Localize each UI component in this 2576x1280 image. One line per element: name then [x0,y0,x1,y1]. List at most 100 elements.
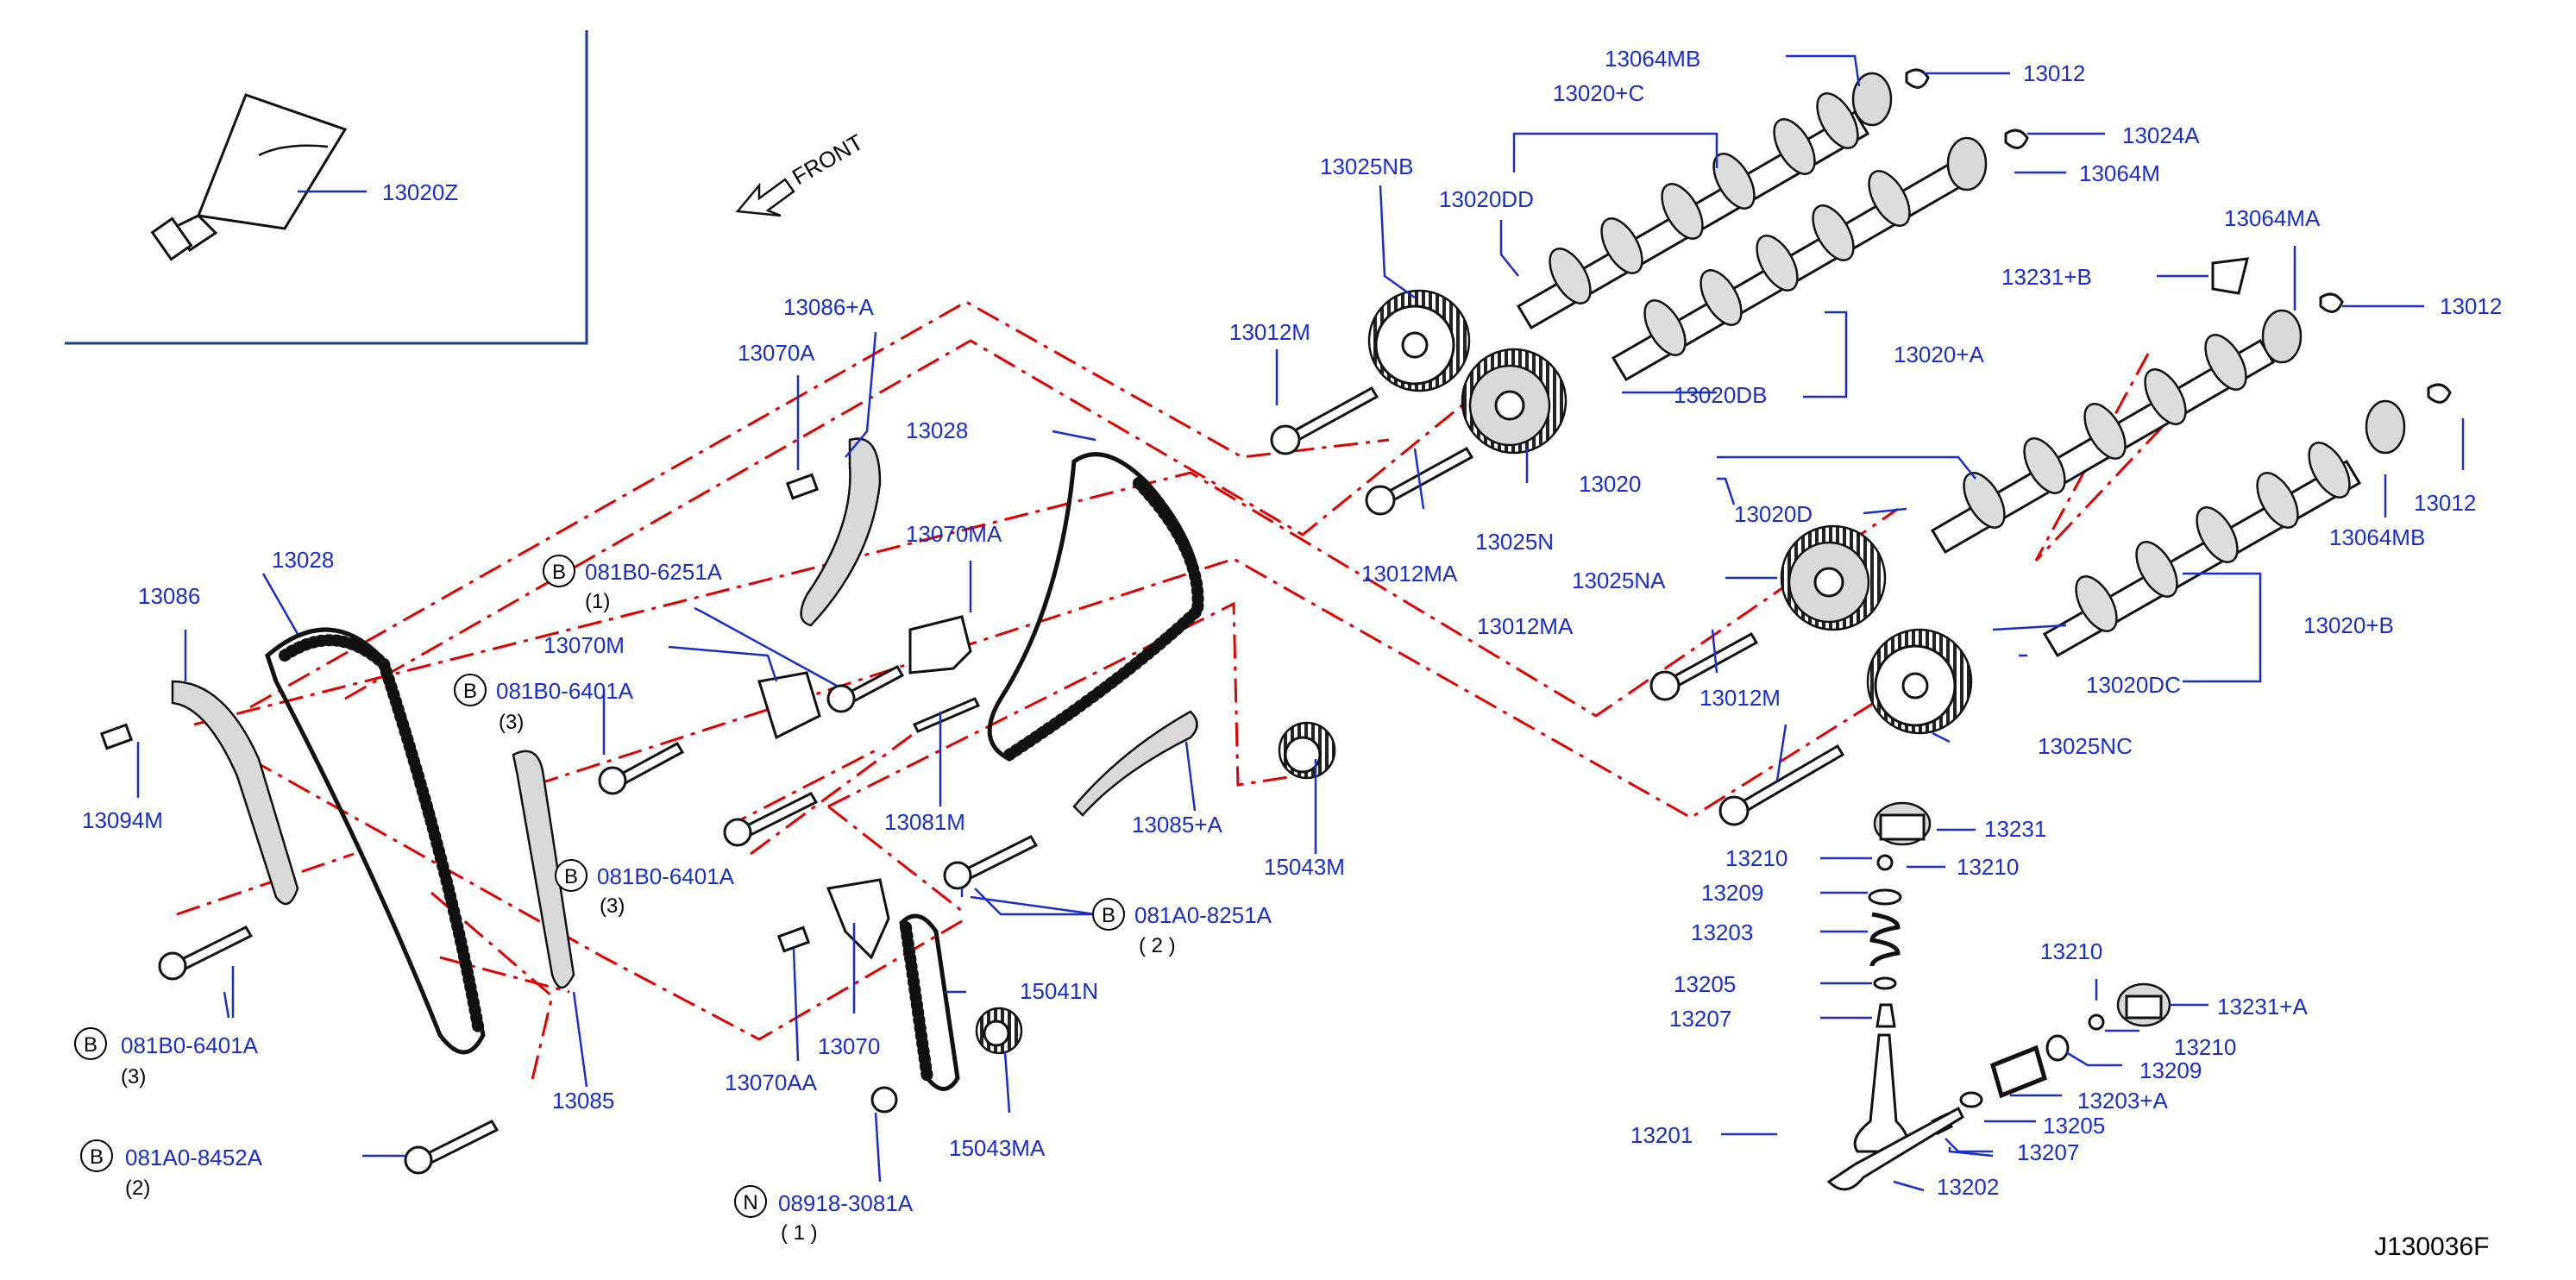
fastener-qty: (2) [125,1176,150,1200]
oil-pump-chain [899,913,960,1091]
callout-13020c[interactable]: 13020+C [1553,80,1644,106]
callout-13020b[interactable]: 13020+B [2303,612,2394,638]
callout-13210-b[interactable]: 13210 [1957,854,2019,880]
callout-13210-a[interactable]: 13210 [1725,845,1787,871]
fastener-qty: ( 1 ) [781,1221,818,1245]
callout-13012m-low[interactable]: 13012M [1700,685,1781,711]
callout-13202[interactable]: 13202 [1937,1174,1999,1200]
camshaft-intake-lower [1930,334,2276,555]
callout-13020d[interactable]: 13020D [1734,501,1813,527]
callout-13203[interactable]: 13203 [1691,919,1753,945]
callout-13231a[interactable]: 13231+A [2217,994,2308,1020]
callout-13020[interactable]: 13020 [1579,471,1641,497]
callout-13205-b[interactable]: 13205 [2043,1113,2105,1139]
callout-13086a[interactable]: 13086+A [783,294,874,320]
fastener-part: 081A0-8251A [1134,902,1272,928]
callout-13085[interactable]: 13085 [552,1088,614,1114]
camshaft-intake-upper [1516,92,1870,330]
callout-13094m[interactable]: 13094M [82,807,163,833]
callout-13028-left[interactable]: 13028 [272,547,334,573]
callout-13207-b[interactable]: 13207 [2017,1139,2079,1165]
sealant-inset: 13020Z [65,30,588,345]
camshaft-exhaust-upper [1611,161,1965,382]
fastener-part: 081B0-6401A [496,678,634,704]
valve-train [1826,801,2171,1191]
fastener-08918-3081a[interactable]: N 08918-3081A ( 1 ) [734,1185,914,1245]
callout-13064ma[interactable]: 13064MA [2224,205,2321,231]
callout-13209-b[interactable]: 13209 [2139,1057,2202,1083]
bolts [99,386,1845,1175]
fastener-part: 081B0-6401A [121,1032,259,1058]
callout-13205[interactable]: 13205 [1674,971,1736,997]
callout-15041n[interactable]: 15041N [1020,978,1098,1004]
callout-15043ma[interactable]: 15043MA [949,1135,1046,1161]
callout-13024a[interactable]: 13024A [2122,122,2200,148]
callout-13210-d[interactable]: 13210 [2174,1034,2236,1060]
sealant-tube-icon [150,93,348,261]
callout-15043m[interactable]: 15043M [1264,854,1345,880]
callout-13231b[interactable]: 13231+B [2001,264,2092,290]
fastener-qty: ( 2 ) [1139,934,1176,957]
chain-guides [171,437,1198,989]
fastener-qty: (3) [121,1065,146,1089]
callout-13064m[interactable]: 13064M [2079,160,2160,186]
fastener-prefix: B [90,1145,104,1169]
callout-13081m[interactable]: 13081M [884,809,965,835]
callout-13020db[interactable]: 13020DB [1674,382,1767,408]
callout-13020a[interactable]: 13020+A [1894,342,1984,367]
callout-13209[interactable]: 13209 [1701,880,1763,906]
fastener-prefix: B [1102,904,1115,927]
callout-13025nb[interactable]: 13025NB [1320,154,1413,179]
callout-13012m-top[interactable]: 13012M [1229,319,1310,345]
cam-sprocket-13025n [1461,348,1568,455]
fastener-qty: (3) [600,894,625,918]
callout-13070ma[interactable]: 13070MA [906,521,1002,547]
fastener-081a0-8452a[interactable]: B 081A0-8452A (2) [80,1139,263,1200]
callout-13020dc[interactable]: 13020DC [2086,672,2181,698]
timing-chain-secondary [987,452,1204,762]
fastener-081a0-8251a[interactable]: B 081A0-8251A ( 2 ) [1092,898,1272,957]
callout-13025n[interactable]: 13025N [1475,529,1554,555]
callout-13020dd[interactable]: 13020DD [1439,186,1534,212]
callout-13231[interactable]: 13231 [1984,816,2046,842]
callout-13210-c[interactable]: 13210 [2040,938,2102,964]
timing-chain-primary [265,627,486,1055]
small-sprockets [975,721,1336,1055]
callout-13012-mid[interactable]: 13012 [2440,293,2502,319]
fastener-part: 081A0-8452A [125,1145,263,1170]
cam-sprocket-13025na [1780,524,1887,631]
callout-13012-top[interactable]: 13012 [2023,60,2085,86]
callout-13070a[interactable]: 13070A [738,340,815,366]
callout-13086[interactable]: 13086 [138,583,200,609]
callout-13020z[interactable]: 13020Z [382,179,458,205]
callout-13025na[interactable]: 13025NA [1572,568,1666,593]
fastener-081b0-6401a-a[interactable]: B 081B0-6401A (3) [454,674,634,734]
fastener-part: 081B0-6401A [597,863,735,889]
fastener-prefix: B [564,865,578,888]
fastener-callouts: B 081B0-6251A (1) B 081B0-6401A (3) B 08… [74,555,1272,1245]
callout-13012-low[interactable]: 13012 [2414,490,2476,516]
callout-13070[interactable]: 13070 [818,1033,880,1059]
callout-13070m[interactable]: 13070M [543,632,625,658]
cam-sprocket-13025nc [1866,628,1973,735]
fastener-prefix: N [743,1191,757,1214]
fastener-qty: (1) [585,590,610,613]
diagram-code: J130036F [2374,1233,2489,1261]
callout-13028-mid[interactable]: 13028 [906,417,968,443]
callout-13012ma-top[interactable]: 13012MA [1361,561,1458,587]
callout-13203a[interactable]: 13203+A [2077,1088,2168,1114]
callout-13064mb-top[interactable]: 13064MB [1605,46,1700,72]
fastener-081b0-6401a-b[interactable]: B 081B0-6401A (3) [555,859,735,918]
fastener-081b0-6251a[interactable]: B 081B0-6251A (1) [543,555,723,613]
callout-13064mb-low[interactable]: 13064MB [2329,524,2425,550]
front-indicator: FRONT [735,129,868,217]
callout-13025nc[interactable]: 13025NC [2038,733,2133,759]
callout-13085a[interactable]: 13085+A [1132,812,1222,838]
callout-13201[interactable]: 13201 [1630,1122,1693,1148]
cam-end-parts [1851,68,2452,455]
callout-13207[interactable]: 13207 [1669,1006,1731,1032]
callout-13012ma-low[interactable]: 13012MA [1477,613,1574,639]
callout-13070aa[interactable]: 13070AA [725,1070,818,1095]
fastener-081b0-6401a-c[interactable]: B 081B0-6401A (3) [74,1027,259,1089]
